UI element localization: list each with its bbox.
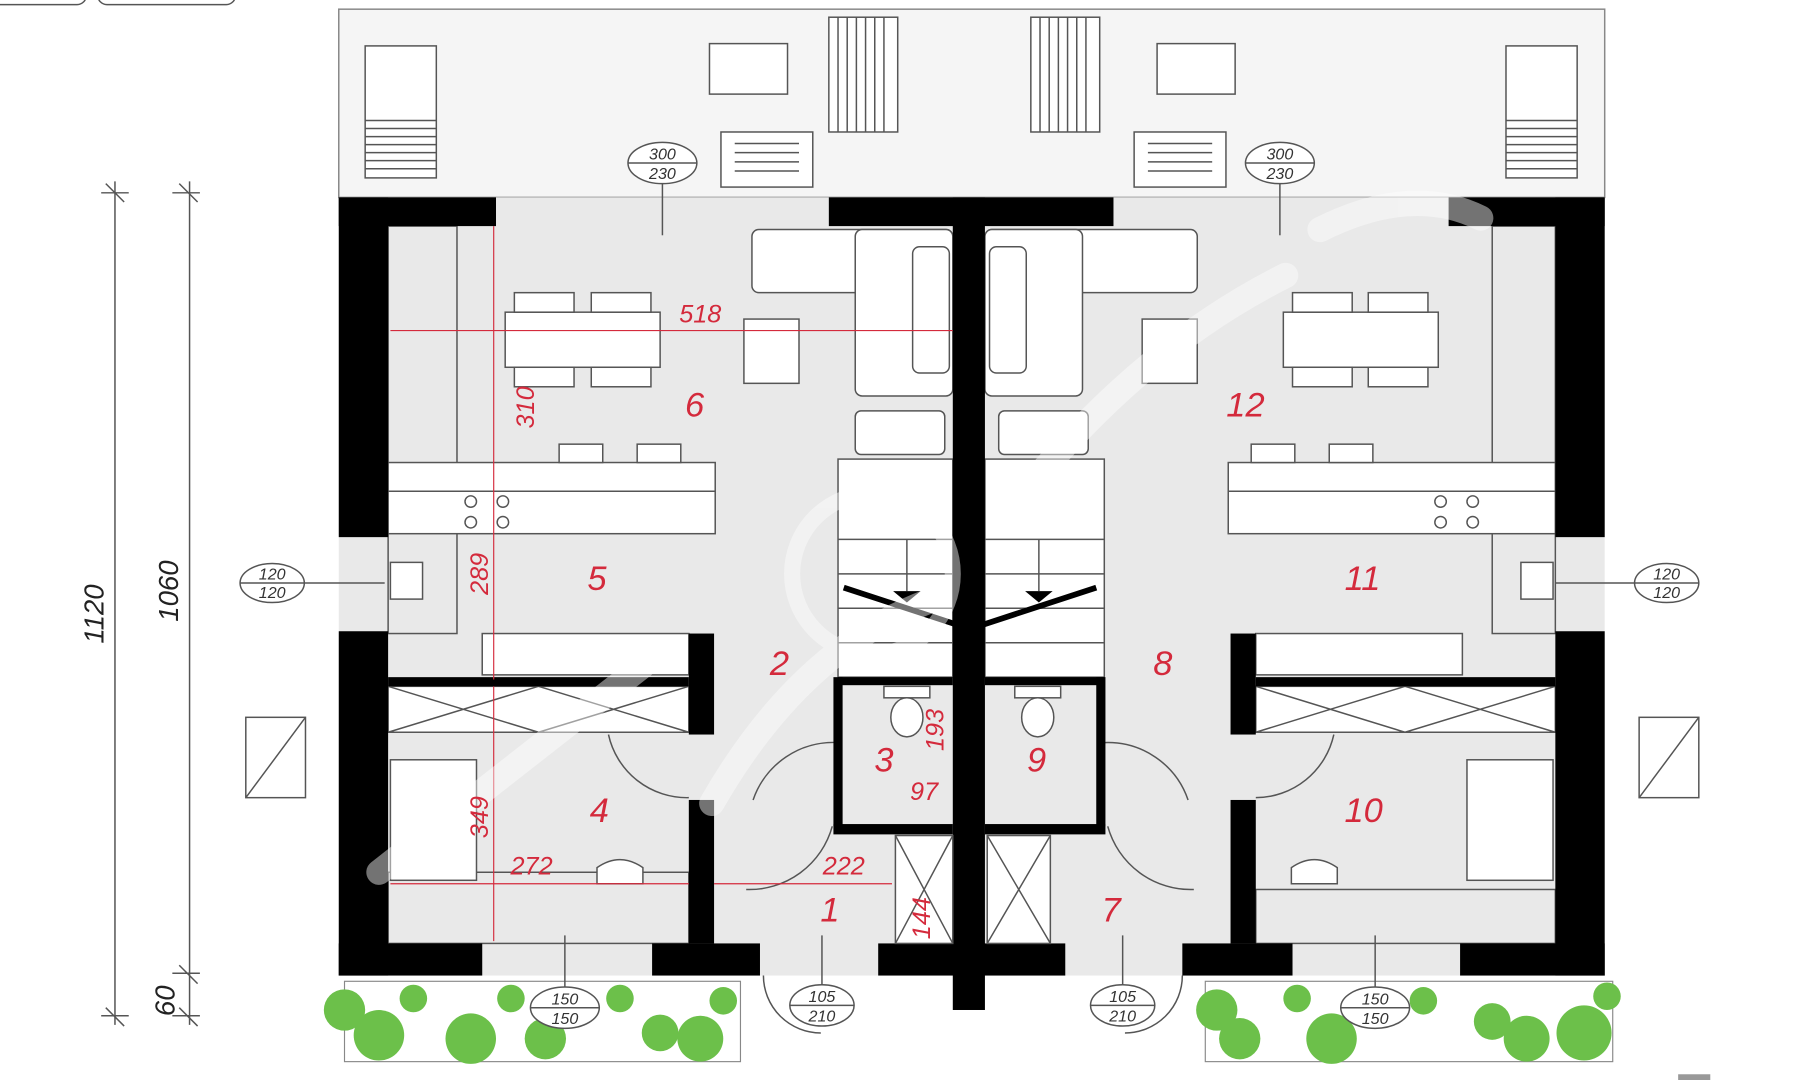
room-label-9: 9 <box>1027 741 1046 779</box>
tag-side-window-right: 120 120 <box>1555 562 1700 604</box>
sun-lounger-left <box>364 45 438 179</box>
svg-text:300: 300 <box>1267 146 1294 164</box>
svg-text:230: 230 <box>1266 165 1294 183</box>
tag-front-window-right: 150 150 <box>1339 935 1411 1030</box>
dim-wc-depth: 193 <box>922 709 950 751</box>
room-label-7: 7 <box>1102 892 1123 930</box>
terrace-chair-left <box>720 131 814 188</box>
dim-bedroom-width: 272 <box>510 853 553 881</box>
room-label-10: 10 <box>1345 792 1383 830</box>
bench-right <box>1030 16 1101 133</box>
room-label-2: 2 <box>769 645 789 683</box>
svg-text:300: 300 <box>649 146 676 164</box>
dimension-lines <box>390 226 953 942</box>
walls <box>338 197 1605 1010</box>
bed-right <box>1466 759 1554 882</box>
svg-text:150: 150 <box>551 990 578 1008</box>
staircase <box>837 458 1106 678</box>
kitchen-island-left <box>387 443 716 535</box>
svg-text:150: 150 <box>1362 1010 1389 1028</box>
toilet-right <box>1014 685 1062 738</box>
dim-kitchen-depth: 289 <box>466 553 494 596</box>
svg-text:120: 120 <box>1653 566 1680 584</box>
doors <box>607 734 1335 1034</box>
dim-hall-width: 222 <box>822 853 865 881</box>
dim-bedroom-depth: 349 <box>466 796 494 838</box>
room-label-5: 5 <box>587 560 607 598</box>
dim-living-width: 518 <box>679 301 721 329</box>
tag-front-window-left: 150 150 <box>529 935 601 1030</box>
dining-table-right <box>1282 291 1440 388</box>
room-label-4: 4 <box>590 792 609 830</box>
svg-text:210: 210 <box>1108 1007 1136 1025</box>
desk-chair-left <box>596 858 644 885</box>
dining-table-left <box>504 291 661 388</box>
bed-left <box>389 759 478 882</box>
svg-text:105: 105 <box>809 988 836 1006</box>
front-planting-left <box>323 980 742 1064</box>
dim-overall-building: 1060 <box>153 560 184 622</box>
tag-side-window-left: 120 120 <box>239 562 385 604</box>
side-table-left <box>743 318 800 385</box>
room-label-8: 8 <box>1153 645 1172 683</box>
room-labels: 1 2 3 4 5 6 7 8 9 10 11 12 <box>587 387 1382 930</box>
watermark <box>366 190 1494 885</box>
terrace-table-left <box>708 42 789 95</box>
kitchen-counter-right <box>1255 632 1464 676</box>
toilet-left <box>883 685 931 738</box>
room-label-1: 1 <box>820 892 839 930</box>
top-tab-right[interactable] <box>98 0 236 6</box>
terrace-chair-right <box>1133 131 1227 188</box>
dim-overhang: 60 <box>150 985 181 1016</box>
svg-text:150: 150 <box>551 1010 578 1028</box>
room-label-12: 12 <box>1226 387 1264 425</box>
bench-left <box>828 16 899 133</box>
svg-text:120: 120 <box>259 584 286 602</box>
side-table-right <box>1141 318 1199 385</box>
corner-sofa-right <box>984 228 1199 456</box>
terrace <box>338 8 1606 199</box>
wardrobe-right <box>1255 685 1557 733</box>
svg-text:210: 210 <box>808 1007 836 1025</box>
overall-dimension-lines <box>101 181 200 1027</box>
dim-overall-total: 1120 <box>78 584 109 644</box>
tag-terrace-door-left: 300 230 <box>627 141 698 236</box>
tag-entrance-door-right: 105 210 <box>1089 935 1156 1027</box>
terrace-table-right <box>1156 42 1236 95</box>
svg-text:230: 230 <box>648 165 676 183</box>
front-planting-right <box>1196 980 1621 1064</box>
room-label-6: 6 <box>685 387 705 425</box>
dimension-labels: 518 310 289 349 272 222 193 97 144 1 120 … <box>78 301 949 1017</box>
corner-mark <box>1678 1074 1711 1080</box>
kitchen-island-right <box>1227 443 1557 535</box>
kitchen-counter-left <box>481 632 690 676</box>
dim-wc-width: 97 <box>910 778 939 806</box>
top-tab-left[interactable] <box>0 0 86 6</box>
svg-text:120: 120 <box>1653 584 1680 602</box>
svg-text:105: 105 <box>1109 988 1136 1006</box>
room-label-11: 11 <box>1345 560 1381 598</box>
tag-entrance-door-left: 105 210 <box>789 935 855 1027</box>
dim-living-depth: 310 <box>512 386 540 428</box>
wardrobe-left <box>387 685 690 733</box>
svg-text:150: 150 <box>1362 990 1389 1008</box>
sink-right <box>1520 561 1554 600</box>
dim-vestibule-depth: 144 <box>908 897 936 939</box>
sink-left <box>389 561 424 600</box>
svg-text:120: 120 <box>259 566 286 584</box>
tag-terrace-door-right: 300 230 <box>1244 141 1316 236</box>
room-label-3: 3 <box>874 741 893 779</box>
sun-lounger-right <box>1505 45 1578 179</box>
desk-chair-right <box>1290 858 1339 885</box>
